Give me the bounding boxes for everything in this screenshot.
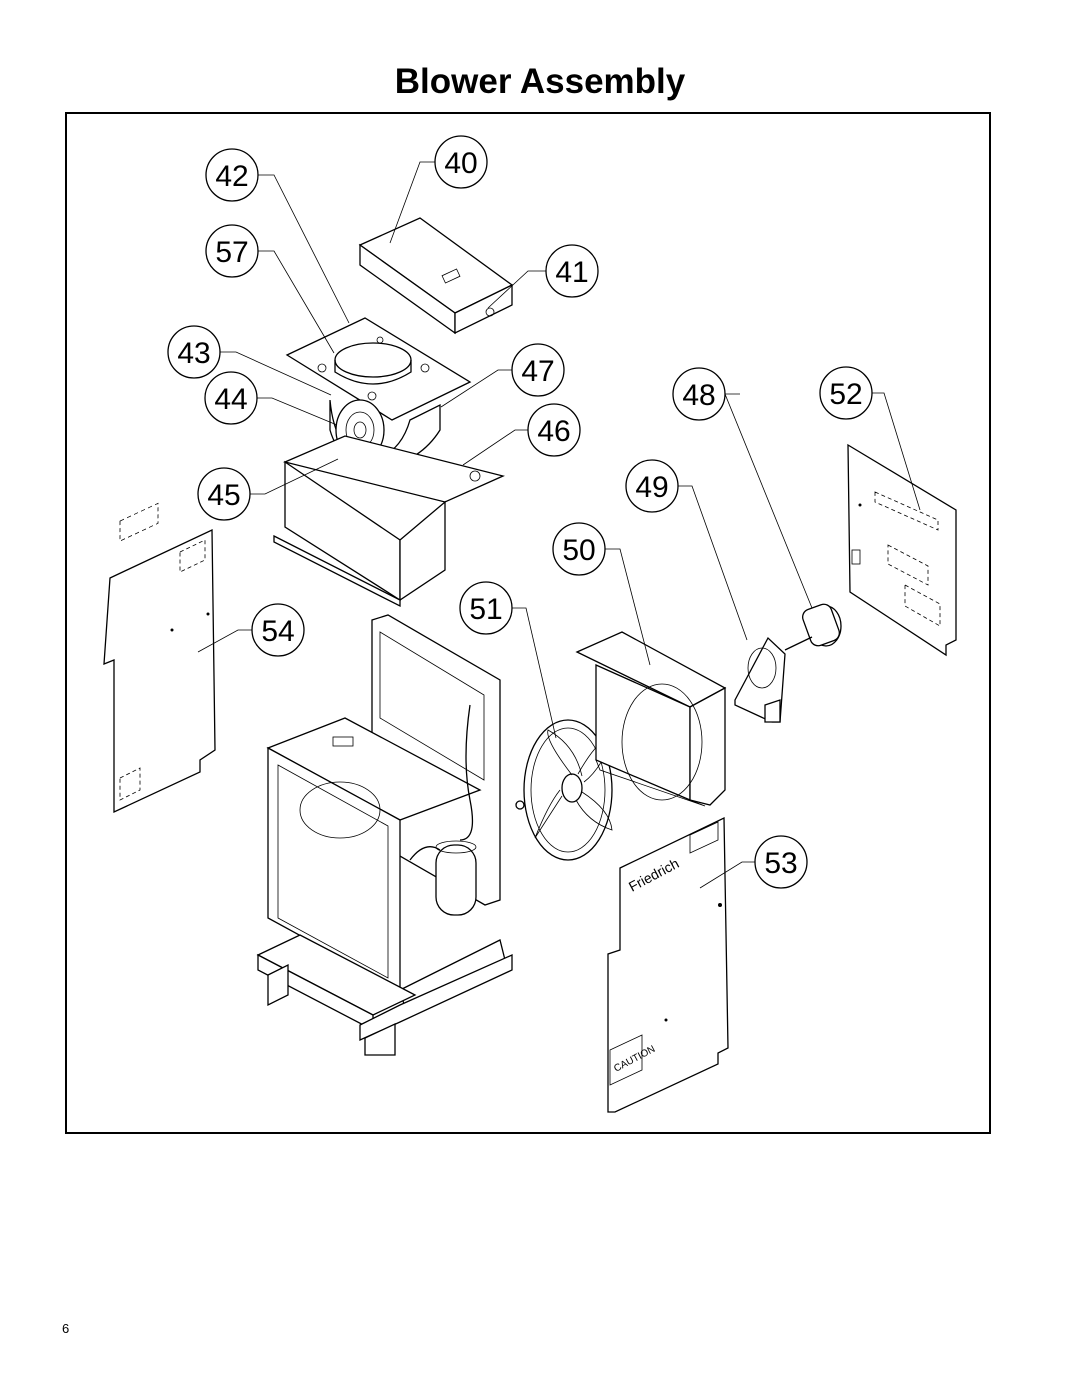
main-chassis-part bbox=[266, 614, 506, 1009]
svg-text:45: 45 bbox=[207, 479, 240, 512]
shipping-skid-part bbox=[256, 934, 513, 1056]
right-rear-panel-part bbox=[847, 443, 957, 657]
callout-52: 52 bbox=[819, 366, 873, 420]
callout-54: 54 bbox=[251, 603, 305, 657]
fan-shroud-part bbox=[575, 631, 727, 807]
callout-48: 48 bbox=[672, 367, 726, 421]
svg-text:54: 54 bbox=[261, 615, 294, 648]
svg-text:42: 42 bbox=[215, 160, 248, 193]
callout-50: 50 bbox=[552, 522, 606, 576]
motor-bracket-part bbox=[734, 636, 786, 723]
callout-42: 42 bbox=[205, 148, 259, 202]
callout-44: 44 bbox=[204, 371, 258, 425]
svg-text:48: 48 bbox=[682, 379, 715, 412]
condenser-fan-part bbox=[515, 719, 613, 861]
svg-text:53: 53 bbox=[764, 847, 797, 880]
front-panel-part bbox=[607, 816, 729, 1113]
callout-43: 43 bbox=[167, 325, 221, 379]
callout-45: 45 bbox=[197, 467, 251, 521]
page-title: Blower Assembly bbox=[394, 62, 686, 101]
callout-51: 51 bbox=[459, 581, 513, 635]
svg-text:49: 49 bbox=[635, 471, 668, 504]
svg-text:44: 44 bbox=[214, 383, 247, 416]
svg-text:52: 52 bbox=[829, 378, 862, 411]
callout-47: 47 bbox=[511, 343, 565, 397]
svg-text:50: 50 bbox=[562, 534, 595, 567]
callout-53: 53 bbox=[754, 835, 808, 889]
page-number: 6 bbox=[62, 1321, 70, 1336]
svg-text:40: 40 bbox=[444, 147, 477, 180]
control-box-part bbox=[358, 217, 514, 335]
blower-shelf-part bbox=[273, 435, 505, 608]
svg-text:43: 43 bbox=[177, 337, 210, 370]
callout-57: 57 bbox=[205, 224, 259, 278]
svg-text:41: 41 bbox=[555, 256, 588, 289]
callout-49: 49 bbox=[625, 459, 679, 513]
left-side-panel-part bbox=[103, 502, 216, 814]
fan-motor-part bbox=[784, 603, 842, 651]
svg-text:47: 47 bbox=[521, 355, 554, 388]
svg-text:46: 46 bbox=[537, 415, 570, 448]
svg-text:57: 57 bbox=[215, 236, 248, 269]
callout-40: 40 bbox=[434, 135, 488, 189]
callout-41: 41 bbox=[545, 244, 599, 298]
callout-46: 46 bbox=[527, 403, 581, 457]
top-plate-part bbox=[285, 317, 472, 421]
diagram-frame bbox=[65, 112, 991, 1134]
svg-text:51: 51 bbox=[469, 593, 502, 626]
